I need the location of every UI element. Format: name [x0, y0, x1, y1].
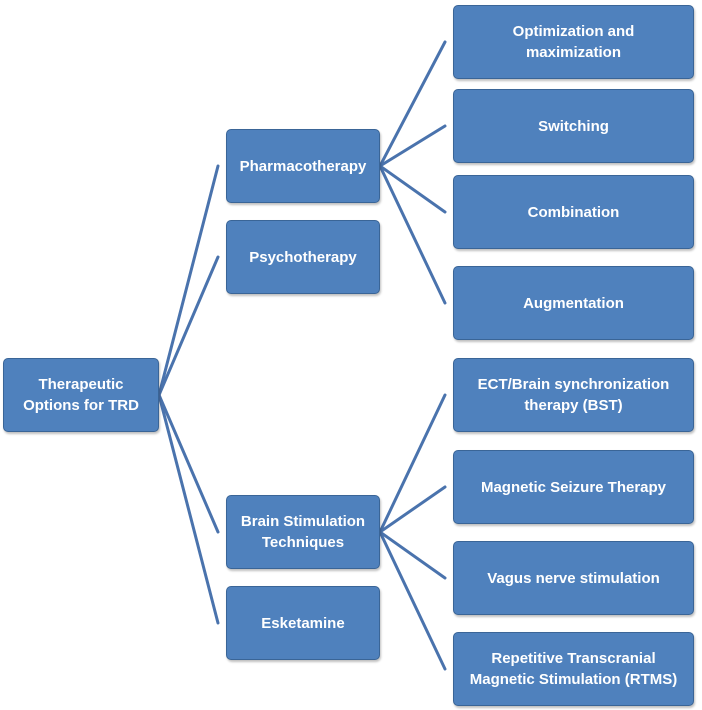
esketamine-label: Esketamine: [261, 614, 345, 632]
pharmacotherapy-to-augmentation-link: [378, 164, 447, 305]
pharmacotherapy-to-combination-link: [378, 164, 447, 214]
vagus-nerve-label: Vagus nerve stimulation: [487, 569, 660, 587]
pharmacotherapy-to-optimization-link: [378, 40, 447, 168]
magnetic-seizure-label: Magnetic Seizure Therapy: [480, 478, 667, 496]
combination-node: Combination: [453, 175, 694, 249]
augmentation-label: Augmentation: [523, 294, 624, 312]
switching-node: Switching: [453, 89, 694, 163]
psychotherapy-node: Psychotherapy: [226, 220, 380, 294]
root-to-psychotherapy-link: [157, 255, 220, 397]
root-to-pharmacotherapy-link: [157, 164, 220, 397]
root-to-brain-stimulation-link: [157, 393, 220, 534]
vagus-nerve-node: Vagus nerve stimulation: [453, 541, 694, 615]
switching-label: Switching: [538, 117, 609, 135]
pharmacotherapy-node: Pharmacotherapy: [226, 129, 380, 203]
pharmacotherapy-label: Pharmacotherapy: [239, 157, 367, 175]
combination-label: Combination: [527, 203, 620, 221]
psychotherapy-label: Psychotherapy: [249, 248, 357, 266]
brain-stimulation-to-magnetic-seizure-link: [378, 485, 447, 534]
brain-stimulation-to-vagus-nerve-link: [378, 530, 447, 580]
esketamine-node: Esketamine: [226, 586, 380, 660]
brain-stimulation-to-rtms-link: [378, 530, 447, 671]
magnetic-seizure-node: Magnetic Seizure Therapy: [453, 450, 694, 524]
root-to-esketamine-link: [157, 393, 220, 625]
brain-stimulation-to-ect-link: [378, 393, 447, 534]
augmentation-node: Augmentation: [453, 266, 694, 340]
pharmacotherapy-to-switching-link: [378, 124, 447, 168]
